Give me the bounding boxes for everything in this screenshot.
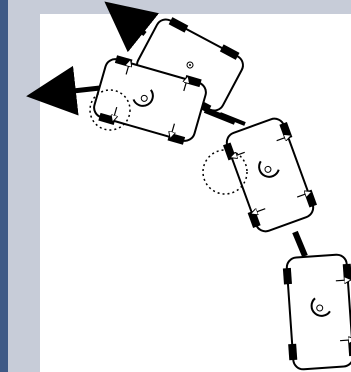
left-sidebar-strip [0,0,8,372]
vehicle-unit-2 [93,55,207,145]
vehicle-unit-3 [223,117,317,233]
vehicle-unit-4 [282,253,351,371]
heading-arrow-left [26,65,101,116]
coupling-link-2 [219,112,246,126]
coupling-link-3 [292,230,308,258]
dashed-circle-middle-left [202,149,248,195]
heading-arrow-top [104,1,160,53]
dashed-circle-front-left [89,89,131,131]
